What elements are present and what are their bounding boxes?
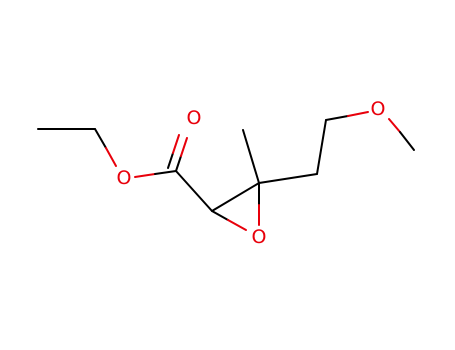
bond-c2-ch2 bbox=[258, 173, 318, 184]
bond-c-epoxide-c1 bbox=[175, 170, 213, 212]
bond-ester-o-c-red bbox=[134, 173, 156, 178]
bond-ethyl-ch2-o bbox=[94, 128, 107, 149]
bond-methyl bbox=[242, 129, 260, 184]
bond-epoxide-c1-c2 bbox=[211, 182, 260, 212]
epoxide-oxygen-label: O bbox=[252, 226, 267, 248]
bond-epoxide-c1-o-red bbox=[227, 219, 247, 231]
bond-ch2-ether-o bbox=[325, 115, 349, 121]
bond-ch2-ch2 bbox=[316, 119, 327, 175]
ether-oxygen-label: O bbox=[371, 98, 386, 120]
bond-ethyl-ch2-o-red bbox=[105, 147, 117, 167]
bond-carbonyl-b-red bbox=[172, 134, 180, 154]
bond-ch2-ether-o-red bbox=[347, 111, 369, 117]
bond-epoxide-c1-o bbox=[211, 210, 229, 221]
bond-ether-o-ch3-red bbox=[388, 118, 401, 133]
bond-carbonyl-a-red bbox=[180, 137, 188, 157]
carbonyl-oxygen-label: O bbox=[187, 107, 202, 129]
ester-oxygen-label: O bbox=[117, 167, 132, 189]
bond-carbonyl-b bbox=[167, 152, 174, 169]
bond-ester-o-c bbox=[154, 170, 177, 175]
bond-carbonyl-a bbox=[175, 155, 182, 172]
bond-ether-o-ch3 bbox=[399, 131, 415, 151]
